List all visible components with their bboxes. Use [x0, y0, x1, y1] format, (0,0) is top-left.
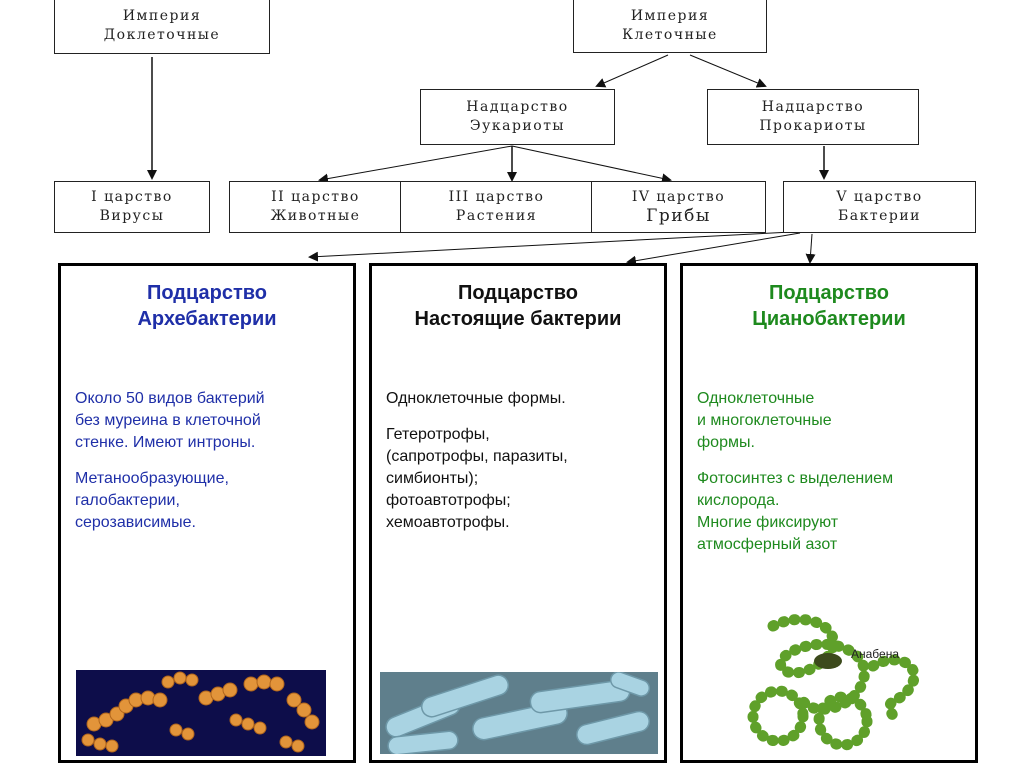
archaebacteria-micrograph	[76, 670, 326, 756]
text-line: (сапротрофы, паразиты,	[386, 448, 568, 465]
panel-title-line-2: Цианобактерии	[752, 308, 906, 330]
anabaena-illustration: Анабена	[747, 614, 920, 751]
box-line-1: II царство	[271, 189, 360, 205]
text-line: симбионты);	[386, 470, 479, 487]
paragraph: Одноклеточные и многоклеточные формы.	[697, 388, 893, 454]
text-line: фотоавтотрофы;	[386, 492, 511, 509]
panel-description: Одноклеточные формы. Гетеротрофы, (сапро…	[386, 388, 568, 548]
box-line-2: Прокариоты	[759, 118, 867, 134]
box-line-2: Клеточные	[622, 26, 718, 43]
panel-title-line-2: Настоящие бактерии	[414, 308, 622, 330]
text-line: и многоклеточные	[697, 412, 832, 429]
box-line-1: V царство	[836, 189, 923, 205]
text-line: Одноклеточные	[697, 390, 815, 407]
text-line: Метанообразующие,	[75, 470, 229, 487]
kingdom-animals-box: II царство Животные	[229, 181, 402, 233]
box-line-2: Животные	[270, 208, 361, 224]
text-line: без муреина в клеточной	[75, 412, 261, 429]
anabena-label: Анабена	[851, 647, 899, 661]
box-line-2: Вирусы	[99, 208, 165, 224]
panel-title-line-2: Архебактерии	[137, 308, 277, 330]
arrow-bacteria-to-archaea	[308, 231, 793, 262]
paragraph: Около 50 видов бактерий без муреина в кл…	[75, 388, 265, 454]
panel-archaebacteria: Подцарство Архебактерии Около 50 видов б…	[58, 263, 356, 763]
superkingdom-prokaryotes-box: Надцарство Прокариоты	[707, 89, 919, 145]
empire-noncellular-box: Империя Доклеточные	[54, 0, 270, 54]
text-line: Многие фиксируют	[697, 514, 839, 531]
panel-title: Подцарство Цианобактерии	[683, 280, 975, 332]
box-line-1: Надцарство	[466, 99, 569, 115]
box-line-1: Надцарство	[761, 99, 865, 115]
text-line: формы.	[697, 434, 755, 451]
box-line-1: I царство	[91, 189, 173, 205]
text-line: Фотосинтез с выделением	[697, 470, 894, 487]
panel-title: Подцарство Архебактерии	[61, 280, 353, 332]
box-line-2: Эукариоты	[469, 118, 566, 134]
paragraph: Метанообразующие, галобактерии, серозави…	[75, 468, 265, 534]
superkingdom-eukaryotes-box: Надцарство Эукариоты	[420, 89, 615, 145]
arrow-euk-to-fungi	[511, 145, 672, 184]
arrow-empire-to-prokaryotes	[689, 54, 767, 88]
text-line: галобактерии,	[75, 492, 180, 509]
box-line-2: Бактерии	[837, 208, 922, 224]
box-line-1: Империя	[122, 8, 202, 24]
kingdom-bacteria-box: V царство Бактерии	[783, 181, 976, 233]
panel-title-line-1: Подцарство	[768, 282, 890, 304]
paragraph: Фотосинтез с выделением кислорода. Многи…	[697, 468, 893, 556]
paragraph: Гетеротрофы, (сапротрофы, паразиты, симб…	[386, 424, 568, 534]
text-line: атмосферный азот	[697, 536, 838, 553]
text-line: серозависимые.	[75, 514, 196, 531]
text-line: стенке. Имеют интроны.	[75, 434, 256, 451]
panel-description: Около 50 видов бактерий без муреина в кл…	[75, 388, 265, 548]
arrow-euk-to-animals	[318, 145, 513, 184]
panel-title: Подцарство Настоящие бактерии	[372, 280, 664, 332]
kingdom-plants-box: III царство Растения	[400, 181, 593, 233]
text-line: хемоавтотрофы.	[386, 514, 510, 531]
arrow-empire-to-eukaryotes	[595, 54, 669, 88]
arrow-bacteria-to-true-bacteria	[626, 232, 801, 266]
kingdom-viruses-box: I царство Вирусы	[54, 181, 210, 233]
text-line: Одноклеточные формы.	[386, 390, 566, 407]
text-line: кислорода.	[697, 492, 780, 509]
box-line-2: Грибы	[646, 206, 711, 226]
box-line-2: Растения	[455, 208, 538, 224]
box-line-1: III царство	[448, 189, 545, 205]
panel-title-line-1: Подцарство	[457, 282, 579, 304]
box-line-1: IV царство	[631, 189, 726, 205]
box-line-1: Империя	[630, 7, 710, 24]
paragraph: Одноклеточные формы.	[386, 388, 568, 410]
arrow-bacteria-to-cyanobacteria	[805, 233, 816, 264]
empire-cellular-box: Империя Клеточные	[573, 0, 767, 53]
panel-true-bacteria: Подцарство Настоящие бактерии Одноклеточ…	[369, 263, 667, 763]
box-line-2: Доклеточные	[103, 27, 221, 43]
panel-cyanobacteria: Подцарство Цианобактерии Одноклеточные и…	[680, 263, 978, 763]
text-line: Гетеротрофы,	[386, 426, 490, 443]
panel-description: Одноклеточные и многоклеточные формы. Фо…	[697, 388, 893, 570]
kingdom-fungi-box: IV царство Грибы	[591, 181, 766, 233]
text-line: Около 50 видов бактерий	[75, 390, 265, 407]
true-bacteria-micrograph	[380, 672, 658, 754]
panel-title-line-1: Подцарство	[146, 282, 268, 304]
